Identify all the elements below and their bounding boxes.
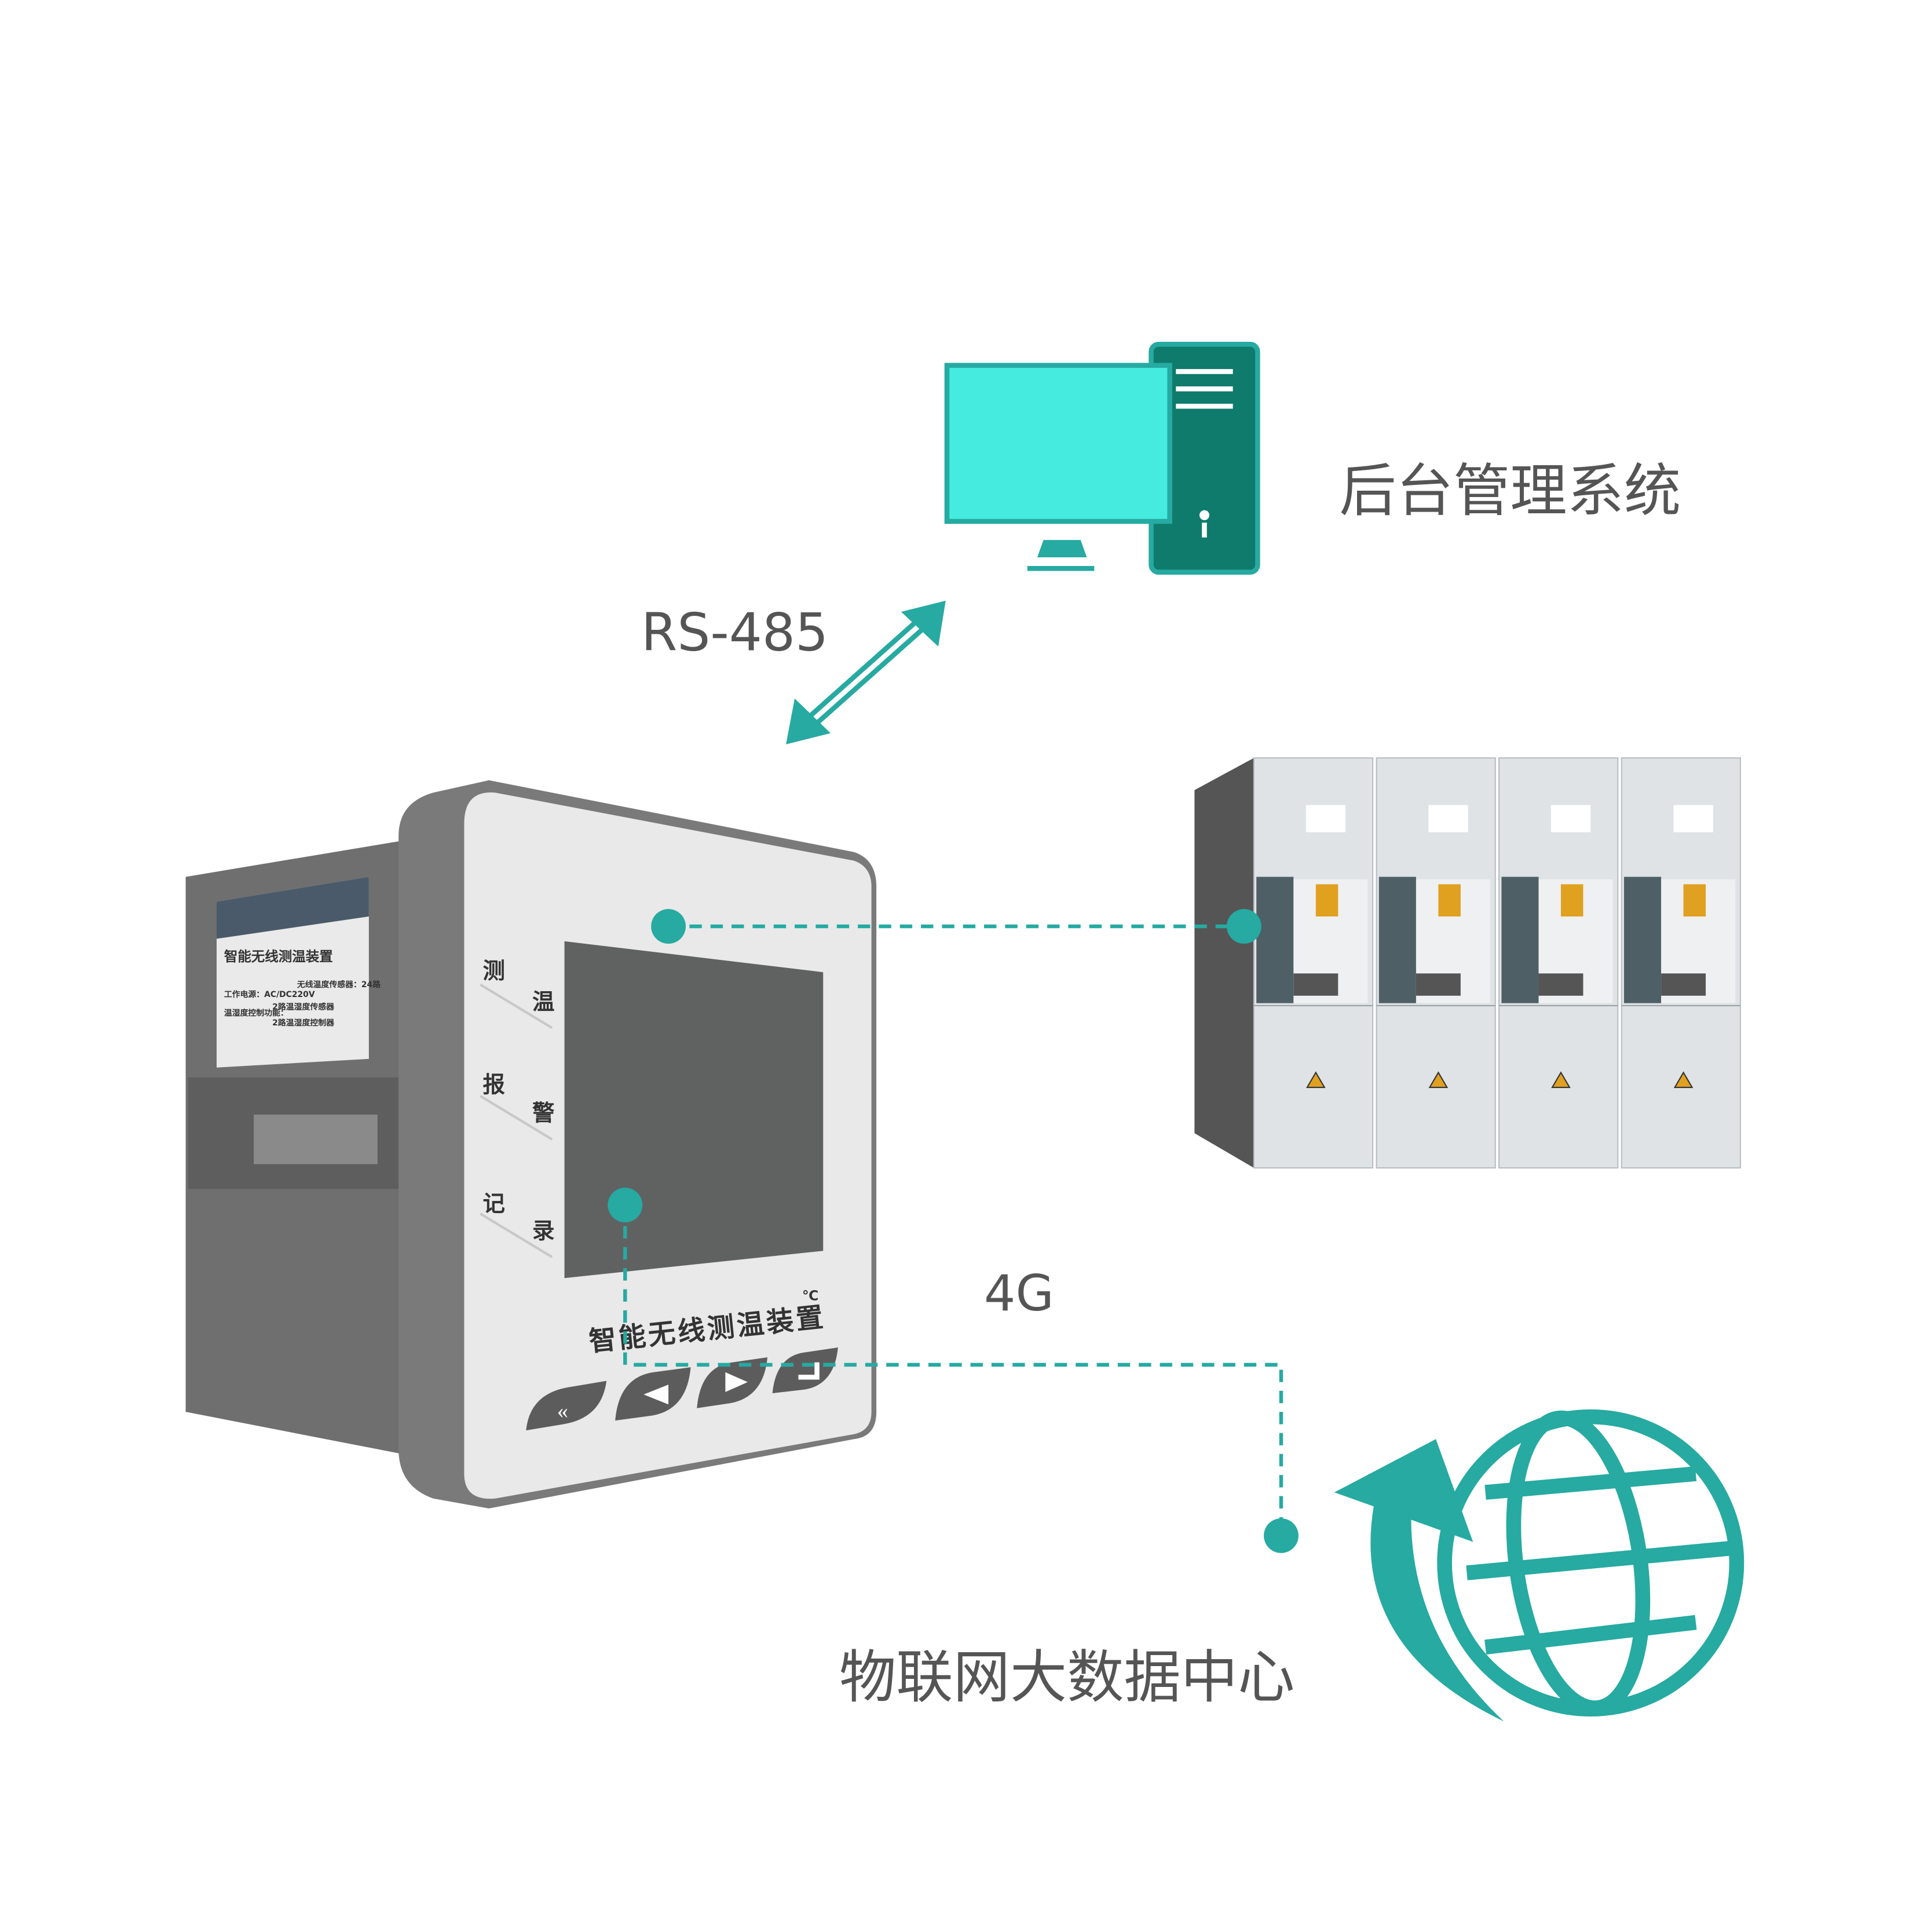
switchgear-cabinets xyxy=(1194,757,1741,1169)
refresh-arrow-icon xyxy=(1334,1439,1504,1722)
divider xyxy=(480,1212,553,1258)
side-key-label: 测 xyxy=(483,958,505,984)
side-key-label: 记 xyxy=(483,1191,505,1217)
warning-icon xyxy=(1673,1071,1694,1089)
device-screen xyxy=(564,941,824,1279)
warning-icon xyxy=(1306,1071,1326,1089)
cabinet-panel xyxy=(1376,757,1496,1169)
left-button[interactable] xyxy=(615,1367,691,1421)
triangle-right-icon xyxy=(725,1372,748,1392)
celsius-unit: ℃ xyxy=(802,1288,818,1304)
connection-lines xyxy=(608,909,1299,1553)
triangle-left-icon xyxy=(643,1385,669,1405)
computer-icon xyxy=(944,342,1260,575)
svg-text:温湿度控制功能：: 温湿度控制功能： xyxy=(224,1008,288,1018)
rs485-label: RS-485 xyxy=(641,602,828,663)
right-button[interactable] xyxy=(697,1357,768,1408)
nameplate: 智能无线测温装置 工作电源：AC/DC220V 无线温度传感器：24路 温湿度控… xyxy=(217,876,381,1068)
enter-button[interactable] xyxy=(772,1347,838,1394)
back-button[interactable]: « xyxy=(526,1380,607,1431)
cabinet-panel xyxy=(1498,757,1619,1169)
iot-center-label: 物联网大数据中心 xyxy=(839,1645,1294,1711)
enter-arrow-icon xyxy=(798,1362,820,1380)
4g-label: 4G xyxy=(984,1265,1054,1323)
warning-icon xyxy=(1428,1071,1449,1089)
cabinet-panel xyxy=(1253,757,1374,1169)
svg-text:智能无线测温装置: 智能无线测温装置 xyxy=(224,948,333,965)
divider xyxy=(480,1095,553,1141)
double-chevron-left-icon: « xyxy=(557,1399,568,1423)
svg-text:2路温湿度控制器: 2路温湿度控制器 xyxy=(272,1018,335,1028)
side-key-label: 报 xyxy=(483,1072,506,1098)
svg-text:2路温湿度传感器: 2路温湿度传感器 xyxy=(272,1002,335,1011)
bidirectional-arrow-icon xyxy=(786,600,946,744)
backend-system-label: 后台管理系统 xyxy=(1339,458,1681,524)
warning-icon xyxy=(1551,1071,1571,1089)
svg-text:工作电源：AC/DC220V: 工作电源：AC/DC220V xyxy=(224,989,315,999)
temperature-monitoring-device: 智能无线测温装置 工作电源：AC/DC220V 无线温度传感器：24路 温湿度控… xyxy=(185,780,877,1509)
cabinet-panel xyxy=(1621,757,1741,1169)
side-key-label: 警 xyxy=(532,1101,555,1127)
side-key-label: 温 xyxy=(532,989,554,1015)
svg-text:无线温度传感器：24路: 无线温度传感器：24路 xyxy=(297,980,381,989)
divider xyxy=(480,983,553,1029)
globe-icon xyxy=(1437,1409,1745,1717)
side-key-label: 录 xyxy=(532,1218,554,1244)
